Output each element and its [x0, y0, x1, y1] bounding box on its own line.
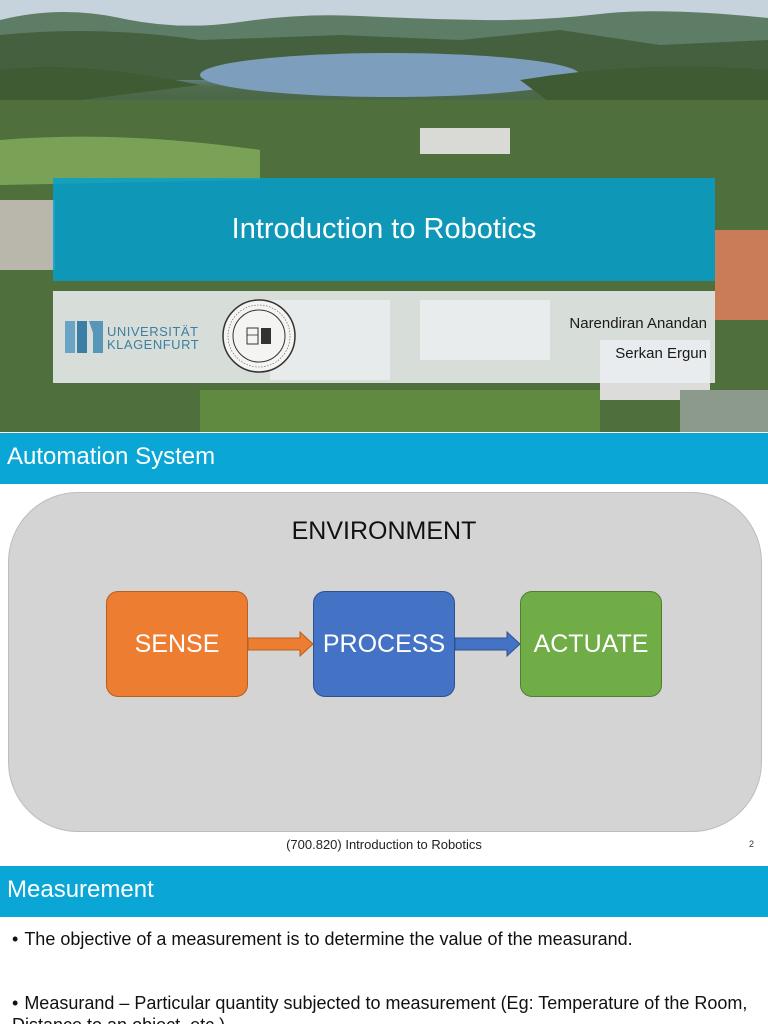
arrow-right-icon: [248, 631, 314, 657]
logo-text-line2: KLAGENFURT: [107, 337, 200, 352]
authors: Narendiran Anandan Serkan Ergun: [569, 309, 707, 369]
title-banner: Introduction to Robotics: [53, 178, 715, 281]
bullet-text: Measurand – Particular quantity subjecte…: [12, 993, 748, 1024]
sense-block: SENSE: [106, 591, 248, 697]
university-logo-mark-icon: [65, 321, 103, 353]
bullet-item: •The objective of a measurement is to de…: [12, 928, 633, 950]
slide-footer: (700.820) Introduction to Robotics: [286, 837, 482, 852]
slide-title: Measurement: [7, 876, 154, 903]
environment-label: ENVIRONMENT: [291, 517, 477, 545]
actuate-block: ACTUATE: [520, 591, 662, 697]
author-1: Narendiran Anandan: [569, 315, 707, 332]
bullet-dot-icon: •: [12, 929, 19, 949]
slide-header: Measurement: [0, 866, 768, 917]
presentation-title: Introduction to Robotics: [231, 213, 537, 245]
page-number: 2: [749, 839, 755, 849]
title-slide: Introduction to Robotics UNIVERSITÄT KLA…: [0, 0, 768, 432]
measurement-slide: Measurement •The objective of a measurem…: [0, 866, 768, 1024]
arrow-right-icon: [455, 631, 521, 657]
bullet-dot-icon: •: [12, 993, 19, 1013]
slide-title: Automation System: [7, 443, 216, 470]
slide-header: Automation System: [0, 433, 768, 484]
process-block: PROCESS: [313, 591, 455, 697]
logo-banner: UNIVERSITÄT KLAGENFURT Narendiran Ananda…: [53, 291, 715, 383]
university-seal-icon: [222, 299, 296, 373]
bullet-text: The objective of a measurement is to det…: [24, 929, 633, 949]
university-logo: UNIVERSITÄT KLAGENFURT: [65, 319, 201, 355]
bullet-item: •Measurand – Particular quantity subject…: [12, 992, 760, 1024]
logo-text-line1: UNIVERSITÄT: [107, 324, 199, 339]
automation-slide: Automation System ENVIRONMENT SENSE PROC…: [0, 433, 768, 865]
author-2: Serkan Ergun: [615, 345, 707, 362]
